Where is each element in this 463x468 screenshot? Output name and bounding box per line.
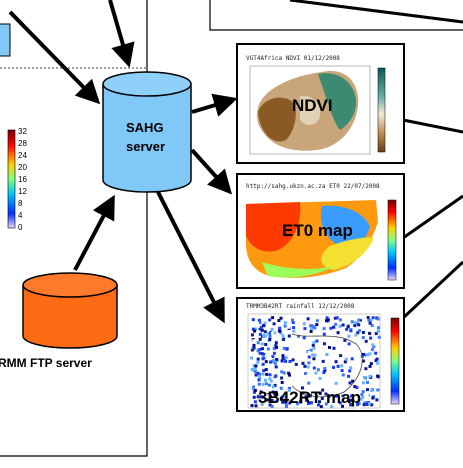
ndvi-thumbnail: [236, 43, 405, 164]
legend-tick: 20: [18, 163, 27, 172]
legend-tick: 24: [18, 151, 27, 160]
legend-tick: 16: [18, 175, 27, 184]
trmm-ftp-server-label: RMM FTP server: [0, 356, 92, 370]
legend-tick: 28: [18, 139, 27, 148]
legend-tick: 0: [18, 223, 23, 232]
legend-tick: 32: [18, 127, 27, 136]
legend-tick: 8: [18, 199, 23, 208]
ndvi-label: NDVI: [292, 96, 333, 115]
legend-colorbar: [7, 129, 16, 229]
et0-thumbnail: [236, 173, 405, 289]
legend-tick: 12: [18, 187, 27, 196]
sahg-server-label-1: SAHG: [126, 120, 164, 135]
et0-title: http://sahg.ukzn.ac.za ET0 22/07/2008: [246, 183, 380, 190]
trmm-thumbnail: [236, 297, 405, 412]
sahg-server-cylinder: [102, 71, 192, 193]
arrow-left-to-sahg: [8, 10, 101, 105]
line-ndvi-right: [402, 118, 463, 134]
line-top-right: [289, 0, 463, 24]
line-trmm-right: [401, 260, 463, 320]
legend-tick: 4: [18, 211, 23, 220]
ndvi-title: VGT4Africa NDVI 01/12/2008: [246, 55, 340, 62]
trmm-title: TRMM3B42RT rainfall 12/12/2008: [246, 303, 355, 310]
top-right-frame: [209, 0, 463, 31]
top-left-blue-box: [0, 23, 11, 57]
trmm-ftp-server-cylinder: [22, 272, 118, 349]
arrow-sahg-to-ndvi: [191, 93, 238, 117]
arrow-sahg-to-et0: [190, 148, 233, 195]
trmm-label: 3B42RT map: [258, 388, 361, 407]
arrow-ftp-to-sahg: [73, 194, 115, 271]
trmm-rainfall-field: [250, 316, 381, 409]
line-et0-right: [402, 194, 463, 240]
arrow-sahg-to-trmm: [156, 191, 225, 324]
sahg-server-label-2: server: [126, 139, 166, 154]
et0-label: ET0 map: [282, 221, 353, 240]
arrow-top-to-sahg: [108, 0, 135, 68]
